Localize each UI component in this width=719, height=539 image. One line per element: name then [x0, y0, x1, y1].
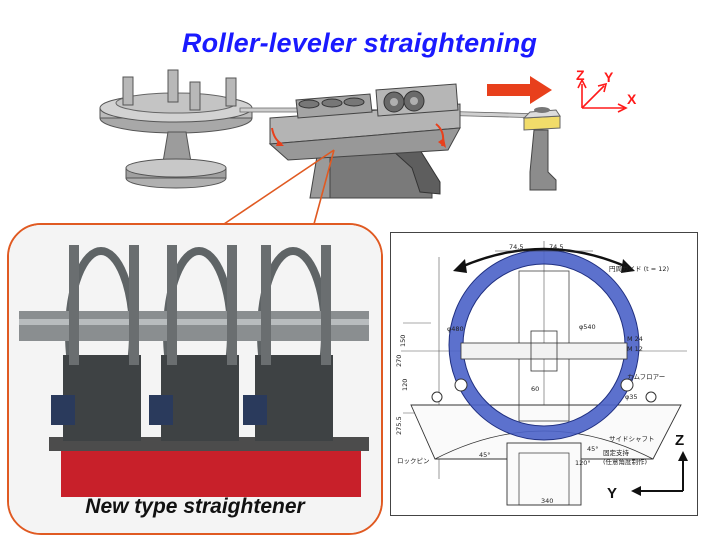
dim-m12: M 12: [627, 345, 643, 353]
dim-right: 74.5: [549, 243, 563, 251]
dim-60: 60: [531, 385, 539, 393]
uncoiler-reel: [99, 69, 253, 189]
guide-label: 円周ガイド (t = 12): [609, 264, 669, 273]
drawing-axes: Z Y: [607, 432, 688, 502]
roller-leveler-illustration: Z Y X: [99, 67, 637, 225]
shaft-label: サイドシャフト: [609, 435, 655, 443]
dim-phi480: φ480: [447, 325, 464, 333]
drawing-axis-y: Y: [607, 485, 617, 502]
support-label: 固定支持: [603, 448, 630, 457]
axis-y-label: Y: [604, 69, 614, 85]
dim-340: 340: [541, 497, 553, 505]
dim-m24: M 24: [627, 335, 643, 343]
drawing-axis-z: Z: [675, 432, 684, 449]
dim-left: 74.5: [509, 243, 523, 251]
axis-z-label: Z: [576, 67, 585, 83]
process-axes: Z Y X: [576, 67, 637, 113]
straightener-machine-image: [9, 225, 381, 533]
dim-45b: 45°: [587, 445, 599, 453]
dim-45a: 45°: [479, 451, 491, 459]
dim-phi35: φ35: [625, 393, 638, 401]
dim-phi540: φ540: [579, 323, 596, 331]
cam-label: カムフロアー: [627, 373, 665, 381]
photo-caption: New type straightener: [85, 495, 305, 518]
pinch-roll-stand: [522, 107, 561, 191]
dim-270: 270: [395, 355, 403, 367]
page-title: Roller-leveler straightening: [181, 28, 538, 58]
pin-label: ロックピン: [397, 457, 430, 465]
callout-lines: [223, 149, 335, 225]
dim-120v: 120: [401, 379, 409, 391]
dim-150: 150: [399, 335, 407, 347]
straightener-photo: New type straightener: [7, 223, 383, 535]
dim-120: 120°: [575, 459, 591, 467]
angle-label: (任意角度制作): [603, 457, 647, 466]
axis-x-label: X: [627, 91, 637, 107]
technical-drawing: 74.5 74.5 円周ガイド (t = 12) φ480 φ540 M 24 …: [390, 232, 698, 516]
feed-direction-arrow: [487, 76, 552, 104]
leveler-machine: [268, 83, 461, 199]
drawing-canvas: 74.5 74.5 円周ガイド (t = 12) φ480 φ540 M 24 …: [395, 241, 688, 506]
dim-275: 275.5: [395, 416, 403, 435]
